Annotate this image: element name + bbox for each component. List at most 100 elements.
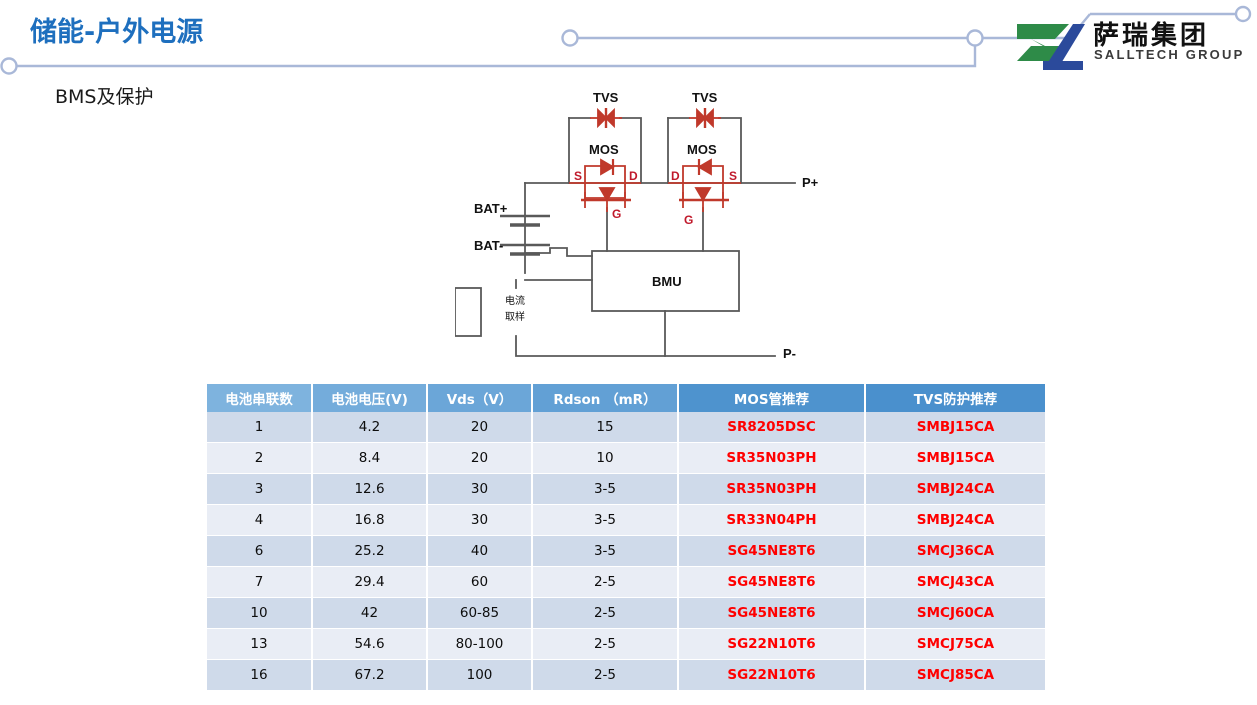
col-header-rdson[interactable]: Rdson （mR） [532,384,679,412]
cell-vds: 60 [427,566,533,598]
logo-blue-base [1043,61,1083,70]
cell-series-count: 2 [207,442,313,474]
cell-mos-part: SG45NE8T6 [678,566,866,598]
label-drain-right: D [671,169,680,183]
logo-mark-icon [1017,24,1085,70]
cell-tvs-part: SMCJ60CA [865,597,1045,629]
cell-tvs-part: SMCJ75CA [865,628,1045,660]
cell-mos-part: SR35N03PH [678,442,866,474]
label-source-left: S [574,169,583,183]
cell-series-count: 6 [207,535,313,567]
label-bmu: BMU [652,274,682,289]
cell-rdson: 2-5 [532,628,679,660]
cell-rdson: 3-5 [532,504,679,536]
col-header-tvs-part[interactable]: TVS防护推荐 [865,384,1045,412]
col-header-mos-part[interactable]: MOS管推荐 [678,384,866,412]
col-header-vds[interactable]: Vds（V） [427,384,533,412]
mosfet-right-icon [668,158,741,212]
cell-tvs-part: SMCJ85CA [865,659,1045,691]
cell-voltage: 16.8 [312,504,428,536]
cell-tvs-part: SMCJ43CA [865,566,1045,598]
page-title: 储能-户外电源 [30,17,204,48]
recommendation-table: 电池串联数 电池电压(V) Vds（V） Rdson （mR） MOS管推荐 T… [207,384,1045,691]
deco-circle-topright [1234,5,1252,23]
cell-series-count: 7 [207,566,313,598]
cell-voltage: 29.4 [312,566,428,598]
label-tvs-left: TVS [593,90,619,105]
label-bat-minus: BAT- [474,238,504,253]
deco-circle-left [0,57,18,75]
cell-vds: 80-100 [427,628,533,660]
logo-name-cn: 萨瑞集团 [1093,21,1210,51]
label-shunt-line2: 取样 [505,312,525,323]
label-mos-right: MOS [687,142,717,157]
deco-circle-midleft [561,29,579,47]
label-p-plus: P+ [802,175,819,190]
cell-series-count: 10 [207,597,313,629]
cell-series-count: 1 [207,412,313,443]
cell-rdson: 2-5 [532,566,679,598]
recommendation-table-wrapper: 电池串联数 电池电压(V) Vds（V） Rdson （mR） MOS管推荐 T… [207,384,1045,691]
cell-tvs-part: SMCJ36CA [865,535,1045,567]
logo-name-en: SALLTECH GROUP [1094,47,1245,62]
wire-tvs-right-top-out [718,117,742,184]
wire-batminus-sense [524,247,593,257]
cell-rdson: 2-5 [532,597,679,629]
label-p-minus: P- [783,346,796,361]
cell-series-count: 16 [207,659,313,691]
cell-voltage: 42 [312,597,428,629]
label-bat-plus: BAT+ [474,201,508,216]
cell-vds: 40 [427,535,533,567]
cell-voltage: 4.2 [312,412,428,443]
wire-pminus-rail [515,335,776,357]
bms-circuit-diagram: TVS TVS MOS MOS S D G D S G BAT+ BAT- P+… [454,88,855,378]
label-drain-left: D [629,169,638,183]
label-shunt-line1: 电流 [505,296,525,307]
cell-mos-part: SG45NE8T6 [678,535,866,567]
table-header-row: 电池串联数 电池电压(V) Vds（V） Rdson （mR） MOS管推荐 T… [207,384,1045,412]
cell-vds: 30 [427,504,533,536]
table-head: 电池串联数 电池电压(V) Vds（V） Rdson （mR） MOS管推荐 T… [207,384,1045,412]
shunt-box [454,287,482,337]
cell-tvs-part: SMBJ24CA [865,473,1045,505]
tvs-right-icon [689,107,721,129]
cell-tvs-part: SMBJ15CA [865,412,1045,443]
col-header-series-count[interactable]: 电池串联数 [207,384,313,412]
cell-rdson: 10 [532,442,679,474]
logo-blue-stroke [1043,24,1085,70]
label-mos-left: MOS [589,142,619,157]
label-source-right: S [729,169,738,183]
cell-voltage: 12.6 [312,473,428,505]
company-logo: 萨瑞集团 SALLTECH GROUP [1013,18,1249,76]
cell-mos-part: SG22N10T6 [678,659,866,691]
deco-lower-path [16,38,977,68]
cell-mos-part: SG22N10T6 [678,628,866,660]
cell-mos-part: SG45NE8T6 [678,597,866,629]
cell-rdson: 15 [532,412,679,443]
cell-series-count: 3 [207,473,313,505]
cell-vds: 60-85 [427,597,533,629]
cell-mos-part: SR35N03PH [678,473,866,505]
cell-mos-part: SR8205DSC [678,412,866,443]
col-header-voltage[interactable]: 电池电压(V) [312,384,428,412]
cell-mos-part: SR33N04PH [678,504,866,536]
mosfet-left-icon [569,158,641,212]
label-tvs-right: TVS [692,90,718,105]
cell-tvs-part: SMBJ24CA [865,504,1045,536]
cell-rdson: 2-5 [532,659,679,691]
label-gate-left: G [612,207,622,221]
cell-tvs-part: SMBJ15CA [865,442,1045,474]
cell-voltage: 67.2 [312,659,428,691]
cell-rdson: 3-5 [532,535,679,567]
